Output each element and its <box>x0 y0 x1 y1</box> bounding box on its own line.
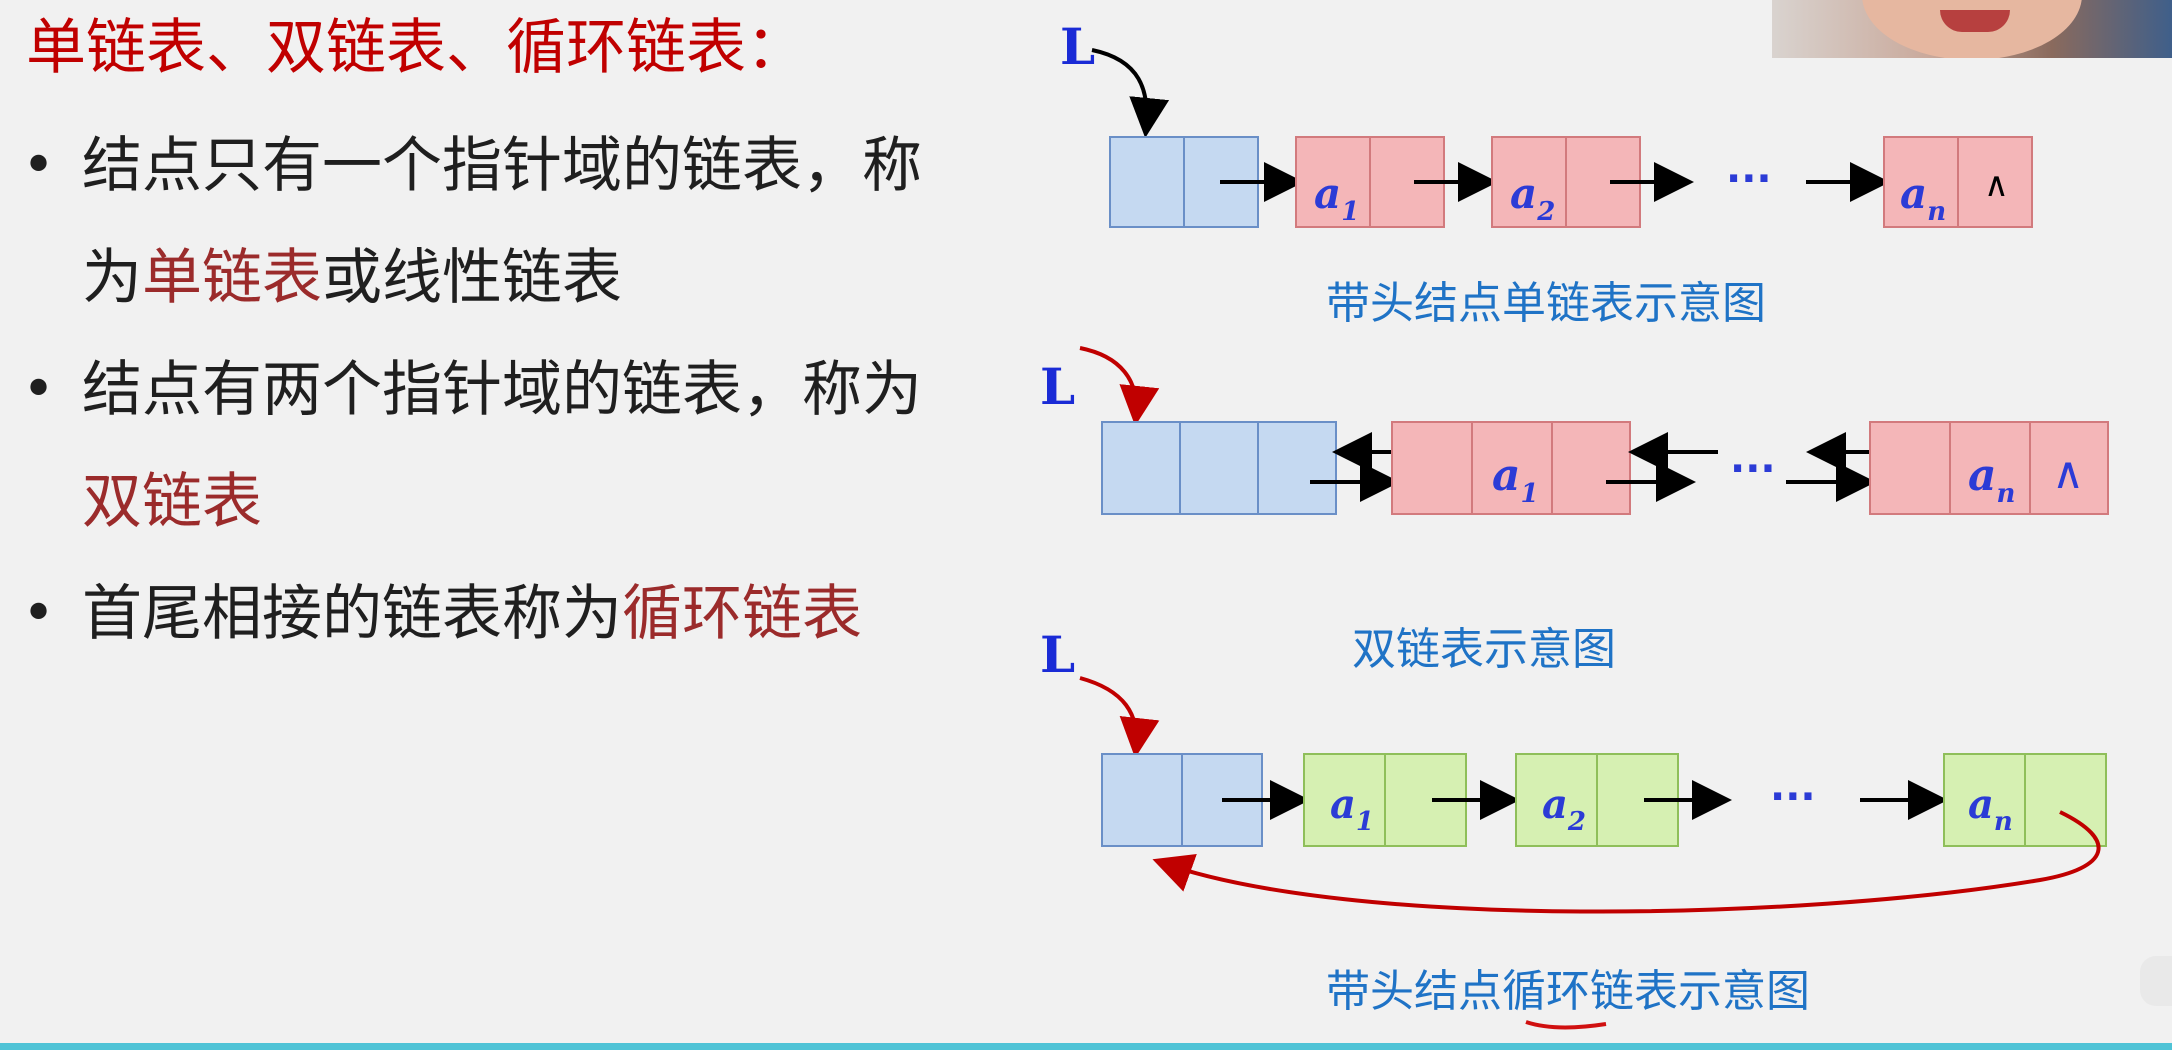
node-value: a2 <box>1542 781 1586 837</box>
head-pointer-arrow-icon <box>1091 48 1170 138</box>
node-value: a1 <box>1314 169 1359 227</box>
node-value: an <box>1900 169 1946 227</box>
head-pointer-label: L <box>1040 357 1075 416</box>
list-node <box>1391 421 1631 515</box>
bullet-text: 首尾相接的链表称为 <box>82 579 622 649</box>
null-pointer-icon: ∧ <box>2052 448 2084 499</box>
diagram-caption: 带头结点单链表示意图 <box>1326 278 1766 329</box>
bullet-item: • 结点有两个指针域的链表，称为 双链表 <box>22 334 1002 558</box>
bullet-text: 结点只有一个指针域的链表，称 <box>82 131 922 201</box>
head-pointer-label: L <box>1060 17 1095 76</box>
ellipsis: ··· <box>1770 774 1816 820</box>
node-value: a1 <box>1492 450 1539 509</box>
slide-title: 单链表、双链表、循环链表： <box>26 13 806 83</box>
single-linked-list-diagram: L a1 a2 ··· an ∧ 带头结点单链表示意图 <box>1060 17 2033 329</box>
list-node <box>1869 421 2109 515</box>
bullet-text: 或线性链表 <box>322 243 622 313</box>
progress-bar <box>0 1043 2172 1050</box>
bullet-item: • 首尾相接的链表称为循环链表 <box>22 558 1002 670</box>
bullet-dot-icon: • <box>22 357 56 422</box>
double-linked-list-diagram: L a1 ··· an ∧ 双链表示意图 <box>1040 346 2109 675</box>
head-pointer-arrow-icon <box>1079 346 1160 426</box>
bullet-item: • 结点只有一个指针域的链表，称 为单链表或线性链表 <box>22 110 1002 334</box>
node-value: a2 <box>1510 169 1555 227</box>
presenter-mouth <box>1940 10 2010 32</box>
diagram-caption: 带头结点循环链表示意图 <box>1326 966 1810 1017</box>
circular-linked-list-diagram: L a1 a2 ··· an 带头结点循环链表示意图 <box>1040 625 2107 1030</box>
bullet-dot-icon: • <box>22 581 56 646</box>
head-node <box>1101 421 1337 515</box>
ellipsis: ··· <box>1730 446 1776 492</box>
side-panel-handle-icon[interactable] <box>2140 956 2172 1006</box>
term-single-linked-list: 单链表 <box>142 243 322 313</box>
null-pointer-icon: ∧ <box>1984 165 2009 205</box>
webcam-overlay <box>1772 0 2172 58</box>
node-value: an <box>1968 450 2015 509</box>
head-pointer-arrow-icon <box>1079 676 1160 758</box>
bullet-list: • 结点只有一个指针域的链表，称 为单链表或线性链表 • 结点有两个指针域的链表… <box>22 110 1002 670</box>
diagram-caption: 双链表示意图 <box>1352 624 1616 675</box>
circular-return-arrow-icon <box>1152 810 2101 914</box>
hand-underline-annotation <box>1525 1020 1607 1030</box>
bullet-dot-icon: • <box>22 133 56 198</box>
term-circular-linked-list: 循环链表 <box>622 579 862 649</box>
term-double-linked-list: 双链表 <box>82 467 262 537</box>
ellipsis: ··· <box>1726 156 1772 202</box>
bullet-text: 为 <box>82 243 142 313</box>
node-value: a1 <box>1330 781 1374 837</box>
node-value: an <box>1968 781 2013 837</box>
head-pointer-label: L <box>1040 625 1075 684</box>
bullet-text: 结点有两个指针域的链表，称为 <box>82 355 922 425</box>
